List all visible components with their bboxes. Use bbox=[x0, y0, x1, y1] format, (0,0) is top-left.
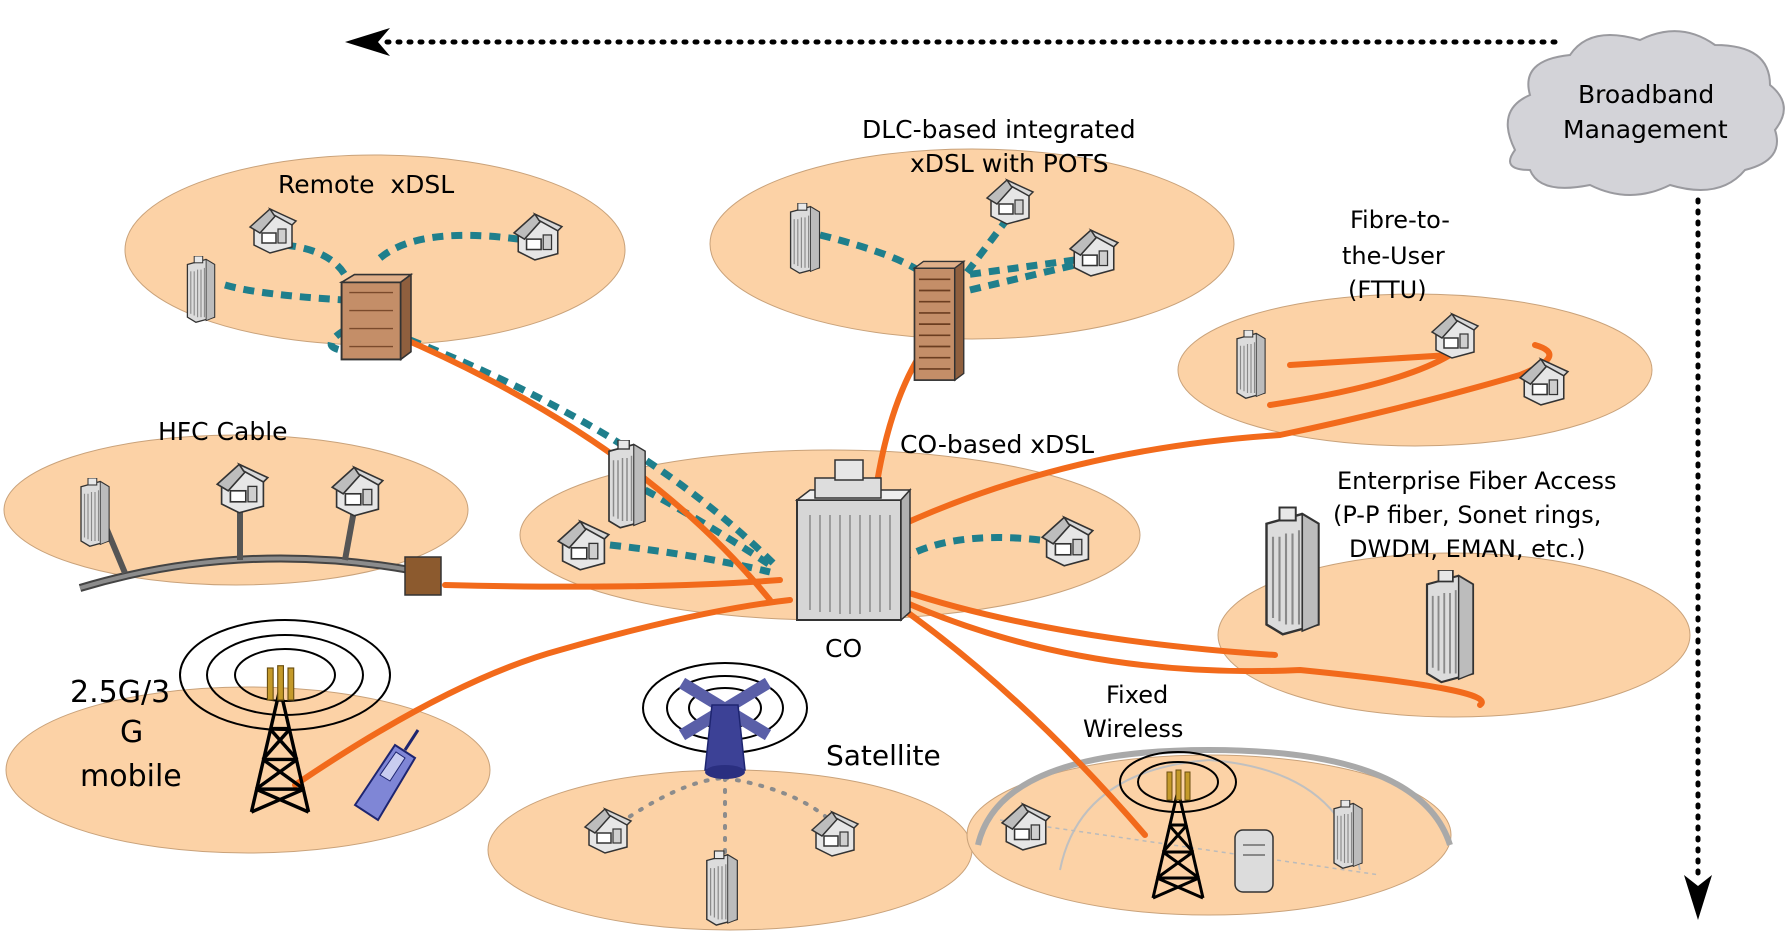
label-mgmt-line2: Management bbox=[1563, 115, 1728, 144]
office-building-icon bbox=[80, 478, 110, 547]
label-dlc-line1: DLC-based integrated bbox=[862, 115, 1136, 144]
office-building-icon bbox=[1265, 506, 1320, 636]
label-fixed-line1: Fixed bbox=[1106, 681, 1168, 709]
labels: Remote xDSL DLC-based integrated xDSL wi… bbox=[70, 80, 1728, 794]
office-building-icon bbox=[1425, 570, 1475, 684]
label-dlc-line2: xDSL with POTS bbox=[910, 149, 1109, 178]
management-flow-arrows bbox=[345, 28, 1712, 920]
label-enterprise-line1: Enterprise Fiber Access bbox=[1337, 467, 1616, 495]
satellite-devices bbox=[584, 662, 859, 926]
office-building-icon bbox=[706, 850, 738, 926]
fixed-wireless-devices bbox=[1001, 751, 1363, 900]
central-office-icon bbox=[794, 459, 912, 622]
label-mobile-line3: mobile bbox=[80, 759, 182, 794]
satellite-icon bbox=[678, 677, 772, 779]
label-hfc: HFC Cable bbox=[158, 417, 288, 446]
arrow-left-icon bbox=[345, 28, 390, 56]
office-building-icon bbox=[1236, 330, 1266, 399]
label-mobile-line2: G bbox=[120, 715, 143, 750]
region-fixed-wireless bbox=[966, 754, 1452, 916]
hfc-devices bbox=[80, 463, 442, 596]
label-co: CO bbox=[825, 634, 862, 663]
label-mobile-line1: 2.5G/3 bbox=[70, 675, 170, 710]
office-building-icon bbox=[186, 256, 216, 323]
label-enterprise-line3: DWDM, EMAN, etc.) bbox=[1349, 535, 1586, 563]
label-co-xdsl: CO-based xDSL bbox=[900, 430, 1094, 459]
label-mgmt-line1: Broadband bbox=[1578, 80, 1714, 109]
region-dlc bbox=[709, 148, 1235, 340]
cloud-icon bbox=[1506, 30, 1785, 196]
cable-node-box bbox=[404, 556, 442, 596]
label-fttu-line3: (FTTU) bbox=[1348, 276, 1427, 304]
arrow-down-icon bbox=[1684, 875, 1712, 920]
mobile-devices bbox=[179, 619, 420, 822]
mobile-phone-icon bbox=[353, 729, 420, 822]
server-icon bbox=[1234, 829, 1274, 893]
office-building-icon bbox=[789, 203, 821, 274]
office-building-icon bbox=[608, 440, 646, 529]
dslam-cabinet-icon bbox=[340, 273, 412, 361]
label-fttu-line2: the-User bbox=[1342, 242, 1445, 270]
label-fttu-line1: Fibre-to- bbox=[1350, 206, 1450, 234]
office-building-icon bbox=[1333, 800, 1363, 869]
label-remote-xdsl: Remote xDSL bbox=[278, 170, 454, 199]
signal-rings bbox=[1119, 751, 1237, 813]
dslam-cabinet-icon bbox=[913, 260, 965, 382]
label-satellite: Satellite bbox=[826, 739, 941, 772]
label-fixed-line2: Wireless bbox=[1083, 715, 1183, 743]
label-enterprise-line2: (P-P fiber, Sonet rings, bbox=[1333, 501, 1601, 529]
